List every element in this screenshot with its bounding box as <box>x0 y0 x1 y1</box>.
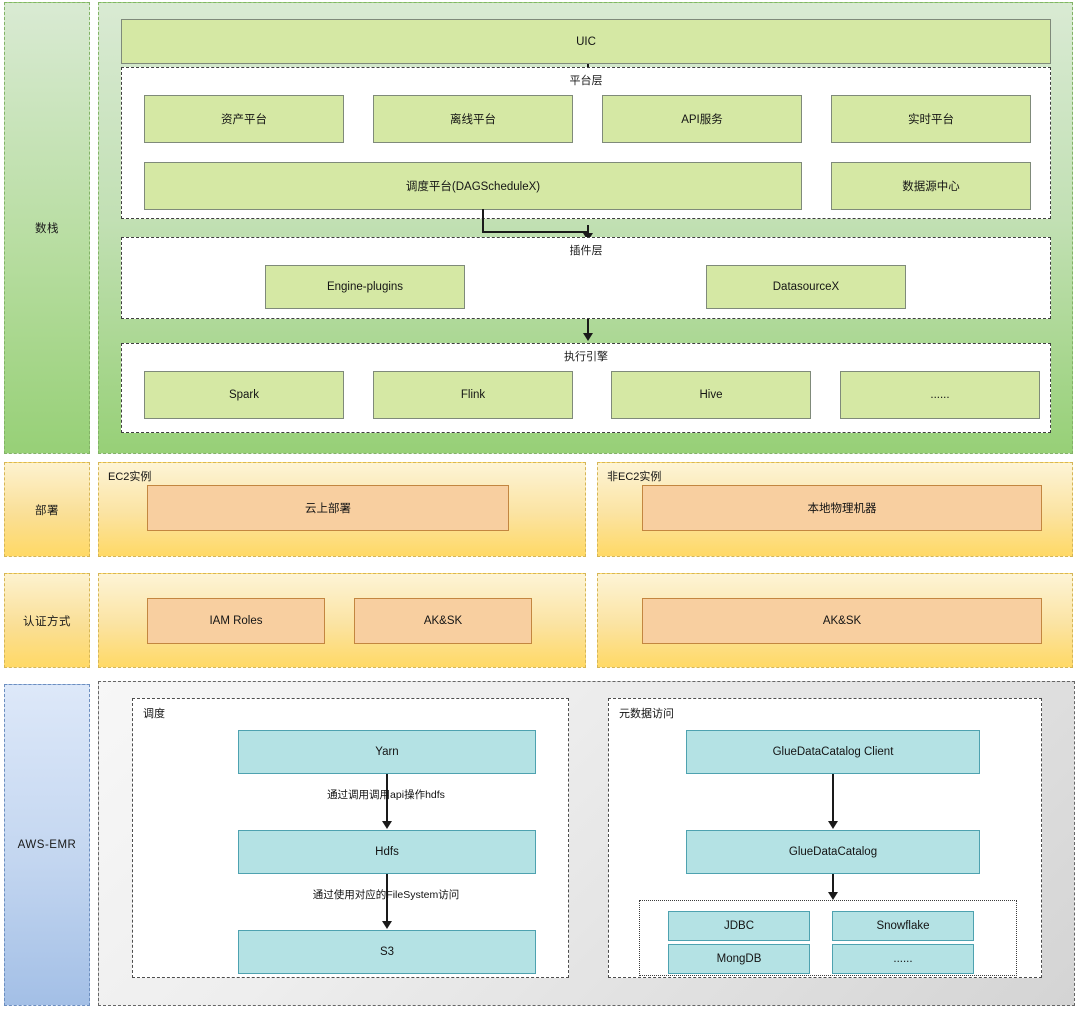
engine-layer: 执行引擎 Spark Flink Hive ...... <box>121 343 1051 433</box>
node-schedule-platform[interactable]: 调度平台(DAGScheduleX) <box>144 162 802 210</box>
node-gluedatacatalog-label: GlueDataCatalog <box>788 846 878 858</box>
edge-label-yarn-hdfs: 通过调用调用api操作hdfs <box>327 789 445 801</box>
node-snowflake[interactable]: Snowflake <box>832 911 974 941</box>
auth-ec2-container: IAM Roles AK&SK <box>98 573 586 668</box>
rail-aws-emr: AWS-EMR <box>4 684 90 1006</box>
node-snowflake-label: Snowflake <box>876 920 930 932</box>
node-flink-label: Flink <box>460 389 486 401</box>
node-uic-label: UIC <box>576 35 596 48</box>
node-offline-platform-label: 离线平台 <box>450 114 496 126</box>
connector-catalog-sources-line <box>832 874 834 896</box>
node-non-ec2-aksk[interactable]: AK&SK <box>642 598 1042 644</box>
node-engine-plugins-label: Engine-plugins <box>326 281 404 293</box>
node-gluedatacatalog[interactable]: GlueDataCatalog <box>686 830 980 874</box>
node-realtime-platform-label: 实时平台 <box>908 114 954 126</box>
connector-client-catalog-arrow <box>828 821 838 829</box>
connector-plugin-engine-line <box>587 319 589 337</box>
node-sources-more[interactable]: ...... <box>832 944 974 974</box>
node-realtime-platform[interactable]: 实时平台 <box>831 95 1031 143</box>
node-api-service[interactable]: API服务 <box>602 95 802 143</box>
rail-deploy-label: 部署 <box>35 504 59 517</box>
rail-auth-label: 认证方式 <box>23 615 71 628</box>
platform-layer: 平台层 资产平台 离线平台 API服务 实时平台 调度平台(DAGSchedul… <box>121 67 1051 219</box>
node-datasourcex-label: DatasourceX <box>772 281 840 293</box>
node-api-service-label: API服务 <box>681 114 723 126</box>
rail-auth: 认证方式 <box>4 573 90 668</box>
engine-layer-caption: 执行引擎 <box>564 351 608 363</box>
node-jdbc[interactable]: JDBC <box>668 911 810 941</box>
node-hive-label: Hive <box>699 389 723 401</box>
node-gluedatacatalog-client[interactable]: GlueDataCatalog Client <box>686 730 980 774</box>
node-flink[interactable]: Flink <box>373 371 573 419</box>
connector-hdfs-s3-arrow <box>382 921 392 929</box>
auth-non-ec2-container: AK&SK <box>597 573 1073 668</box>
edge-label-hdfs-s3: 通过使用对应的FileSystem访问 <box>312 889 460 901</box>
shuzhan-container: UIC 平台层 资产平台 离线平台 API服务 实时平台 调度平台(DAGSch… <box>98 2 1073 454</box>
deploy-ec2-caption: EC2实例 <box>108 471 152 483</box>
node-non-ec2-aksk-label: AK&SK <box>822 615 862 627</box>
connector-hdfs-s3-line <box>386 874 388 926</box>
node-iam-roles-label: IAM Roles <box>209 615 263 627</box>
node-spark-label: Spark <box>228 389 260 401</box>
node-sources-more-label: ...... <box>893 953 913 965</box>
emr-metadata-caption: 元数据访问 <box>619 708 674 720</box>
deploy-ec2-container: EC2实例 云上部署 <box>98 462 586 557</box>
node-asset-platform-label: 资产平台 <box>221 114 267 126</box>
platform-layer-caption: 平台层 <box>569 75 603 87</box>
emr-scheduling-caption: 调度 <box>143 708 165 720</box>
node-spark[interactable]: Spark <box>144 371 344 419</box>
emr-container: 调度 Yarn 通过调用调用api操作hdfs Hdfs 通过使用对应的File… <box>98 681 1075 1006</box>
connector-yarn-hdfs-arrow <box>382 821 392 829</box>
node-mongdb-label: MongDB <box>716 953 762 965</box>
metadata-sources-group: JDBC Snowflake MongDB ...... <box>639 900 1017 976</box>
node-mongdb[interactable]: MongDB <box>668 944 810 974</box>
node-hive[interactable]: Hive <box>611 371 811 419</box>
node-gluedatacatalog-client-label: GlueDataCatalog Client <box>772 746 894 758</box>
node-ec2-aksk[interactable]: AK&SK <box>354 598 532 644</box>
plugin-layer: 插件层 Engine-plugins DatasourceX <box>121 237 1051 319</box>
deploy-non-ec2-container: 非EC2实例 本地物理机器 <box>597 462 1073 557</box>
node-local-machine-label: 本地物理机器 <box>807 503 877 515</box>
emr-metadata-group: 元数据访问 GlueDataCatalog Client GlueDataCat… <box>608 698 1042 978</box>
connector-client-catalog-line <box>832 774 834 826</box>
rail-shuzhan: 数栈 <box>4 2 90 454</box>
node-local-machine[interactable]: 本地物理机器 <box>642 485 1042 531</box>
rail-deploy: 部署 <box>4 462 90 557</box>
connector-plugin-engine-arrow <box>583 333 593 341</box>
node-yarn[interactable]: Yarn <box>238 730 536 774</box>
plugin-layer-caption: 插件层 <box>569 245 603 257</box>
connector-schedule-plugin-h <box>482 231 589 233</box>
node-uic[interactable]: UIC <box>121 19 1051 64</box>
node-datasource-center-label: 数据源中心 <box>902 181 960 193</box>
node-cloud-deploy[interactable]: 云上部署 <box>147 485 509 531</box>
node-schedule-platform-label: 调度平台(DAGScheduleX) <box>405 181 541 193</box>
node-hdfs[interactable]: Hdfs <box>238 830 536 874</box>
node-engine-more-label: ...... <box>930 389 950 401</box>
node-engine-plugins[interactable]: Engine-plugins <box>265 265 465 309</box>
node-cloud-deploy-label: 云上部署 <box>305 503 351 515</box>
deploy-non-ec2-caption: 非EC2实例 <box>607 471 662 483</box>
node-engine-more[interactable]: ...... <box>840 371 1040 419</box>
rail-aws-emr-label: AWS-EMR <box>17 839 77 851</box>
rail-shuzhan-label: 数栈 <box>35 223 59 235</box>
node-datasourcex[interactable]: DatasourceX <box>706 265 906 309</box>
node-offline-platform[interactable]: 离线平台 <box>373 95 573 143</box>
connector-catalog-sources-arrow <box>828 892 838 900</box>
node-ec2-aksk-label: AK&SK <box>423 615 463 627</box>
connector-schedule-plugin-v2 <box>587 225 589 237</box>
node-asset-platform[interactable]: 资产平台 <box>144 95 344 143</box>
connector-schedule-plugin-v1 <box>482 209 484 233</box>
node-jdbc-label: JDBC <box>723 920 755 932</box>
node-iam-roles[interactable]: IAM Roles <box>147 598 325 644</box>
node-hdfs-label: Hdfs <box>375 846 399 858</box>
emr-scheduling-group: 调度 Yarn 通过调用调用api操作hdfs Hdfs 通过使用对应的File… <box>132 698 569 978</box>
node-datasource-center[interactable]: 数据源中心 <box>831 162 1031 210</box>
node-s3[interactable]: S3 <box>238 930 536 974</box>
node-s3-label: S3 <box>379 946 395 958</box>
node-yarn-label: Yarn <box>375 746 399 758</box>
connector-yarn-hdfs-line <box>386 774 388 826</box>
